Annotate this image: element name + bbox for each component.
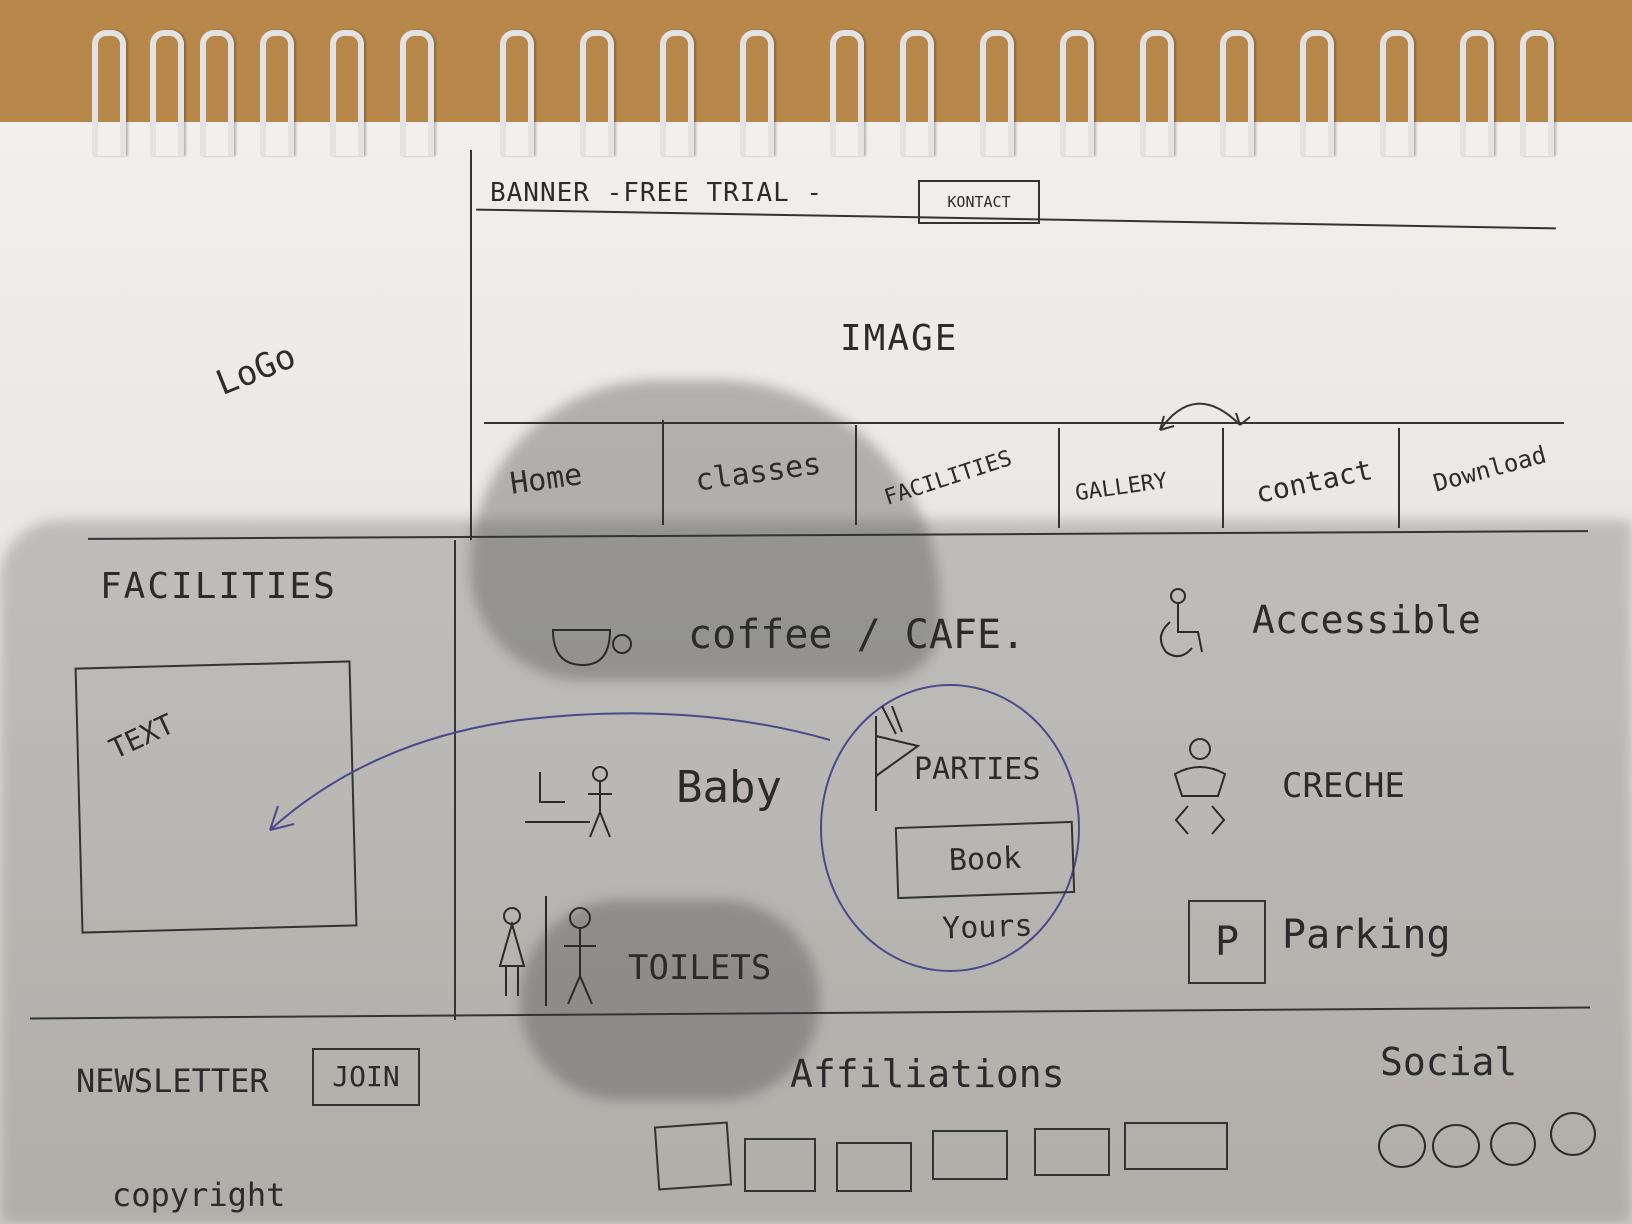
facilities-heading: FACILITIES (100, 566, 337, 607)
book-yours-button[interactable]: Book Yours (894, 820, 1076, 947)
notebook-page (0, 122, 1632, 1224)
affiliation-logo (932, 1130, 1008, 1180)
toilets-label: TOILETS (628, 948, 772, 988)
baby-label: Baby (676, 762, 782, 813)
banner-text: BANNER -FREE TRIAL - (490, 178, 824, 208)
accessible-label: Accessible (1252, 598, 1481, 642)
hero-image: IMAGE (840, 318, 959, 359)
social-label: Social (1380, 1040, 1518, 1084)
social-icon[interactable] (1432, 1124, 1480, 1168)
party-flag-icon (875, 706, 921, 811)
parking-sign-icon: P (1188, 900, 1266, 984)
baby-change-icon (525, 766, 612, 838)
contact-button[interactable]: KONTACT (918, 180, 1040, 224)
affiliation-logo (653, 1121, 733, 1191)
parking-label: Parking (1282, 912, 1451, 958)
toilets-icon (498, 896, 596, 1006)
nav-top-line (484, 422, 1564, 424)
copyright-label: copyright (112, 1176, 286, 1214)
newsletter-label: NEWSLETTER (76, 1062, 269, 1100)
link-arrow-icon (269, 712, 831, 831)
swap-arrow-icon (1159, 402, 1251, 431)
parties-highlight-circle (820, 684, 1080, 972)
parties-label: PARTIES (914, 752, 1041, 787)
coffee-cup-icon (551, 629, 632, 667)
creche-child-icon (1173, 738, 1227, 835)
affiliation-logo (1124, 1122, 1228, 1170)
affiliation-logo (836, 1142, 912, 1192)
social-icon[interactable] (1378, 1124, 1426, 1168)
social-icon[interactable] (1490, 1122, 1536, 1166)
affiliation-logo (744, 1138, 816, 1192)
header-left-divider (470, 150, 472, 540)
wheelchair-icon (1159, 588, 1203, 658)
creche-label: CRECHE (1282, 766, 1405, 806)
affiliations-label: Affiliations (790, 1052, 1065, 1096)
affiliation-logo (1034, 1128, 1110, 1176)
facilities-left-divider (454, 540, 456, 1020)
coffee-cafe-label: coffee / CAFE. (688, 612, 1026, 658)
join-button[interactable]: JOIN (312, 1048, 420, 1106)
social-icon[interactable] (1550, 1112, 1596, 1156)
